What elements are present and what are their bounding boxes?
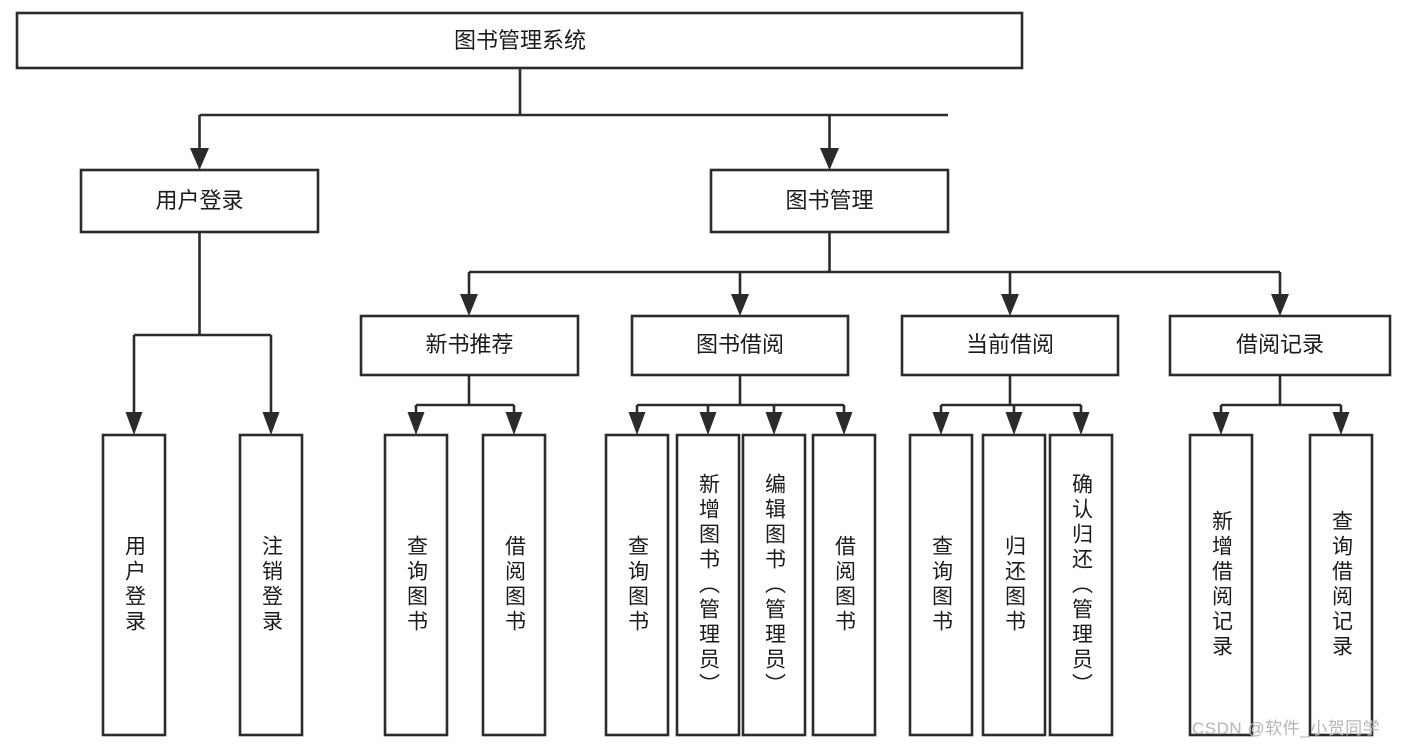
node-book-manage[interactable]: 图书管理 bbox=[709, 168, 950, 234]
arrow-head-leaf-query-book-1 bbox=[407, 412, 425, 435]
node-user-login-label: 用户登录 bbox=[155, 188, 243, 213]
node-borrow-record[interactable]: 借阅记录 bbox=[1168, 314, 1392, 377]
node-book-manage-box[interactable] bbox=[709, 168, 950, 234]
arrow-head-leaf-logout bbox=[262, 412, 280, 435]
node-new-book-recommend[interactable]: 新书推荐 bbox=[359, 314, 580, 377]
node-new-book-recommend-box[interactable] bbox=[359, 314, 580, 377]
node-current-borrow[interactable]: 当前借阅 bbox=[900, 314, 1120, 377]
arrow-head-leaf-add-book bbox=[699, 412, 717, 435]
arrow-head-leaf-query-book-3 bbox=[932, 412, 950, 435]
arrow-head-leaf-borrow-book-2 bbox=[835, 412, 853, 435]
leaf-box-borrow-book-1[interactable] bbox=[481, 433, 547, 737]
leaf-box-borrow-book-2[interactable] bbox=[811, 433, 877, 737]
arrow-head-leaf-add-record bbox=[1212, 412, 1230, 435]
node-book-borrow[interactable]: 图书借阅 bbox=[630, 314, 850, 377]
arrow-head-new-book bbox=[460, 294, 478, 316]
leaf-box-add-borrow-record[interactable] bbox=[1188, 433, 1254, 737]
node-borrow-record-box[interactable] bbox=[1168, 314, 1392, 377]
arrow-head-leaf-query-book-2 bbox=[628, 412, 646, 435]
node-root-label: 图书管理系统 bbox=[454, 28, 586, 53]
arrow-head-borrow-record bbox=[1271, 294, 1289, 316]
arrow-head-leaf-query-record bbox=[1332, 412, 1350, 435]
leaf-box-layer bbox=[101, 433, 1374, 737]
leaf-box-return-book[interactable] bbox=[981, 433, 1047, 737]
leaf-box-query-book-1[interactable] bbox=[383, 433, 449, 737]
node-current-borrow-box[interactable] bbox=[900, 314, 1120, 377]
arrow-head-user-login bbox=[190, 148, 209, 170]
arrow-head-leaf-return-book bbox=[1005, 412, 1023, 435]
node-root-box[interactable] bbox=[15, 11, 1024, 70]
node-root[interactable]: 图书管理系统 bbox=[15, 11, 1024, 70]
leaf-box-query-book-3[interactable] bbox=[908, 433, 974, 737]
arrow-head-leaf-confirm-return bbox=[1072, 412, 1090, 435]
node-book-borrow-label: 图书借阅 bbox=[696, 332, 784, 357]
arrow-head-current-borrow bbox=[1001, 294, 1019, 316]
node-user-login-box[interactable] bbox=[79, 168, 320, 234]
leaf-box-logout[interactable] bbox=[238, 433, 304, 737]
node-book-manage-label: 图书管理 bbox=[785, 188, 873, 213]
leaf-box-query-book-2[interactable] bbox=[604, 433, 670, 737]
node-book-borrow-box[interactable] bbox=[630, 314, 850, 377]
node-new-book-recommend-label: 新书推荐 bbox=[425, 332, 513, 357]
node-borrow-record-label: 借阅记录 bbox=[1236, 332, 1324, 357]
arrow-head-leaf-user-login bbox=[125, 412, 143, 435]
leaf-box-confirm-return[interactable] bbox=[1048, 433, 1114, 737]
arrow-head-leaf-edit-book bbox=[765, 412, 783, 435]
leaf-box-query-borrow-record[interactable] bbox=[1308, 433, 1374, 737]
leaf-box-user-login[interactable] bbox=[101, 433, 167, 737]
leaf-box-add-book[interactable] bbox=[675, 433, 741, 737]
csdn-watermark: CSDN @软件_小贺同学 bbox=[1192, 719, 1381, 738]
connector-layer bbox=[125, 68, 1350, 435]
arrow-head-book-manage bbox=[820, 148, 839, 170]
leaf-box-edit-book[interactable] bbox=[741, 433, 807, 737]
node-current-borrow-label: 当前借阅 bbox=[966, 332, 1054, 357]
arrow-head-borrow-book bbox=[731, 294, 749, 316]
arrow-head-leaf-borrow-book-1 bbox=[505, 412, 523, 435]
node-user-login[interactable]: 用户登录 bbox=[79, 168, 320, 234]
